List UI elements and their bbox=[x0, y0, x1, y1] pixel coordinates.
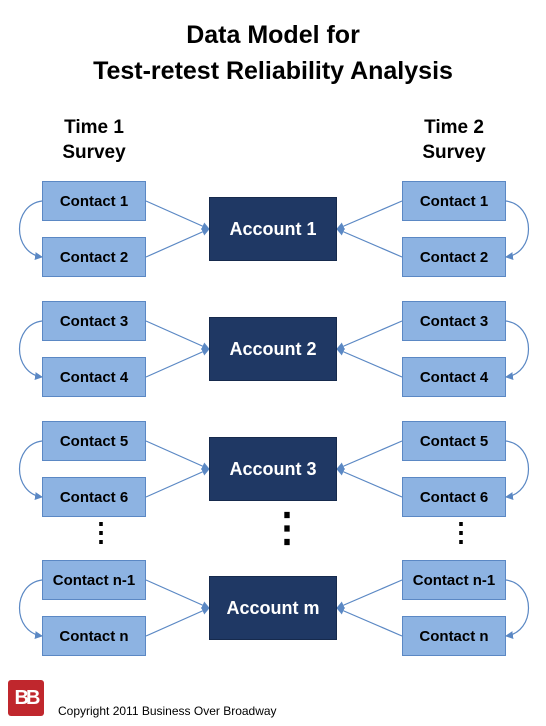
connector-line bbox=[145, 348, 210, 378]
time1-ellipsis: ⋮ bbox=[88, 517, 114, 547]
connector-line bbox=[145, 320, 210, 350]
retest-link-arc bbox=[498, 436, 529, 501]
retest-link-arc bbox=[498, 196, 529, 261]
connector-line bbox=[145, 579, 210, 609]
account-m: Account m bbox=[209, 576, 337, 640]
time1-contact-4: Contact 4 bbox=[42, 357, 146, 397]
time1-contact-3: Contact 3 bbox=[42, 301, 146, 341]
time2-contact-5: Contact 5 bbox=[402, 421, 506, 461]
connector-line bbox=[336, 440, 403, 470]
connector-line bbox=[336, 320, 403, 350]
time2-contact-n: Contact n bbox=[402, 616, 506, 656]
time1-contact-5: Contact 5 bbox=[42, 421, 146, 461]
connector-line bbox=[336, 607, 403, 637]
time2-contact-1: Contact 1 bbox=[402, 181, 506, 221]
connector-line bbox=[145, 607, 210, 637]
retest-link-arc bbox=[19, 436, 50, 501]
time1-contact-n-1: Contact n-1 bbox=[42, 560, 146, 600]
connector-line bbox=[336, 348, 403, 378]
time2-header-line-2: Survey bbox=[422, 142, 486, 163]
time2-ellipsis: ⋮ bbox=[448, 517, 474, 547]
connector-line bbox=[145, 468, 210, 498]
time1-contact-6: Contact 6 bbox=[42, 477, 146, 517]
time2-contact-2: Contact 2 bbox=[402, 237, 506, 277]
connector-line bbox=[336, 228, 403, 258]
account-2: Account 2 bbox=[209, 317, 337, 381]
account-ellipsis: ⋮ bbox=[267, 506, 307, 550]
connector-line bbox=[145, 200, 210, 230]
connector-line bbox=[336, 200, 403, 230]
time1-contact-2: Contact 2 bbox=[42, 237, 146, 277]
connector-line bbox=[336, 579, 403, 609]
retest-link-arc bbox=[19, 575, 50, 640]
time1-header-line-1: Time 1 bbox=[64, 117, 124, 138]
business-over-broadway-logo: BB bbox=[8, 680, 44, 716]
time1-header-line-2: Survey bbox=[62, 142, 126, 163]
connector-line bbox=[145, 228, 210, 258]
title-line-1: Data Model for bbox=[186, 21, 360, 49]
retest-link-arc bbox=[19, 196, 50, 261]
retest-link-arc bbox=[498, 316, 529, 381]
time2-contact-4: Contact 4 bbox=[402, 357, 506, 397]
time2-contact-3: Contact 3 bbox=[402, 301, 506, 341]
time2-contact-n-1: Contact n-1 bbox=[402, 560, 506, 600]
account-3: Account 3 bbox=[209, 437, 337, 501]
retest-link-arc bbox=[19, 316, 50, 381]
retest-link-arc bbox=[498, 575, 529, 640]
time1-contact-n: Contact n bbox=[42, 616, 146, 656]
connector-line bbox=[145, 440, 210, 470]
copyright-text: Copyright 2011 Business Over Broadway bbox=[58, 704, 277, 718]
time2-contact-6: Contact 6 bbox=[402, 477, 506, 517]
account-1: Account 1 bbox=[209, 197, 337, 261]
connector-line bbox=[336, 468, 403, 498]
time2-header-line-1: Time 2 bbox=[424, 117, 484, 138]
title-line-2: Test-retest Reliability Analysis bbox=[93, 57, 453, 85]
time1-contact-1: Contact 1 bbox=[42, 181, 146, 221]
